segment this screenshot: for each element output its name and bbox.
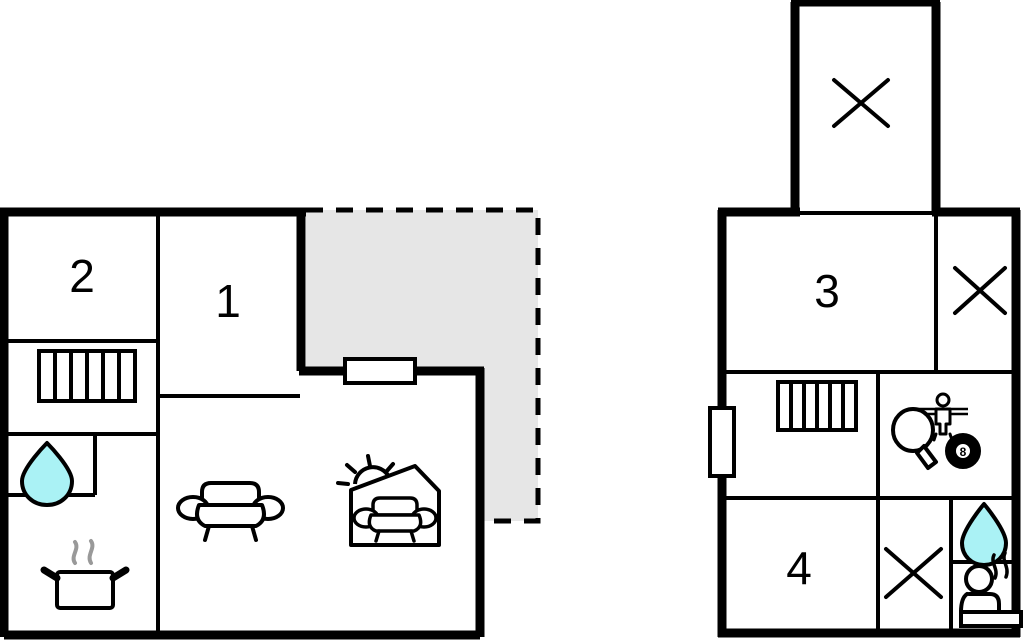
stairs-icon (776, 380, 858, 432)
shower-drop-icon (20, 441, 74, 507)
stairs-icon (37, 349, 137, 403)
ground-floor-plan: 2 1 (0, 207, 541, 640)
terrace-door[interactable] (343, 357, 417, 385)
room-number-1: 1 (215, 275, 241, 327)
shower-drop-icon (960, 502, 1008, 567)
sofa-icon (176, 481, 285, 542)
upper-floor-partitions (722, 211, 1016, 633)
door-icon[interactable] (343, 357, 417, 385)
ground-floor-structure (0, 207, 485, 640)
upper-floor-top-structure (790, 0, 941, 214)
cross-icon (832, 78, 890, 128)
cross-icon (953, 266, 1007, 315)
entrance-door[interactable] (708, 406, 736, 478)
room-number-2: 2 (69, 250, 95, 302)
terrace-dashed-boundary (306, 207, 541, 524)
sunroom-icon (336, 454, 441, 547)
cooking-pot-icon (40, 539, 130, 610)
cross-icon (884, 547, 943, 599)
svg-text:8: 8 (960, 445, 967, 459)
room-number-3: 3 (814, 265, 840, 317)
upper-floor-plan: 3 4 (708, 0, 1023, 638)
door-icon[interactable] (708, 406, 736, 478)
room-number-4: 4 (786, 542, 812, 594)
games-icon: 8 (891, 392, 981, 470)
sauna-icon (959, 550, 1023, 628)
